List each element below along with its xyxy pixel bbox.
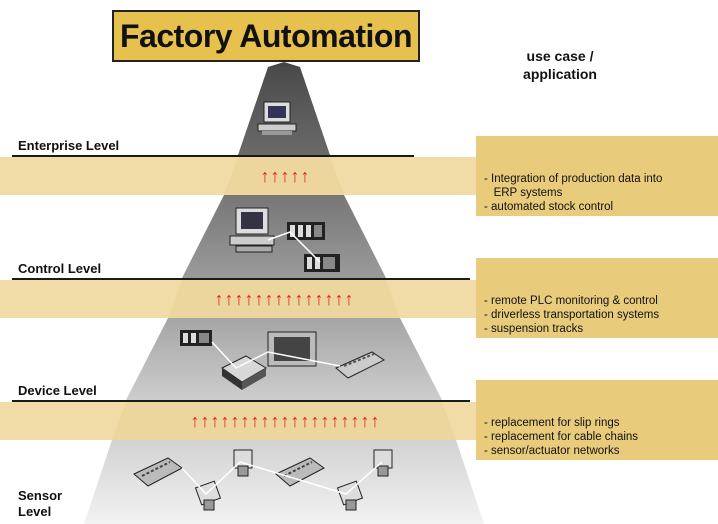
up-arrow-icon: ↑ [294, 289, 304, 309]
sensor-module-icon-2 [275, 457, 325, 487]
sensor-actuator-icon-4 [373, 449, 393, 477]
up-arrow-icon: ↑ [350, 411, 360, 431]
level-label-device: Device Level [18, 383, 97, 398]
up-arrow-icon: ↑ [250, 411, 260, 431]
arrow-row-enterprise-control: ↑↑↑↑↑ [230, 164, 340, 188]
use-case-box-enterprise: - Integration of production data into ER… [476, 136, 718, 216]
level-divider-device [12, 400, 470, 402]
up-arrow-icon: ↑ [254, 289, 264, 309]
up-arrow-icon: ↑ [240, 411, 250, 431]
up-arrow-icon: ↑ [304, 289, 314, 309]
arrow-row-control-device: ↑↑↑↑↑↑↑↑↑↑↑↑↑↑ [184, 287, 384, 311]
arrow-row-device-sensor: ↑↑↑↑↑↑↑↑↑↑↑↑↑↑↑↑↑↑↑ [140, 409, 430, 433]
up-arrow-icon: ↑ [314, 289, 324, 309]
up-arrow-icon: ↑ [290, 166, 300, 186]
up-arrow-icon: ↑ [260, 166, 270, 186]
use-case-text-device: - replacement for slip rings - replaceme… [484, 417, 639, 457]
up-arrow-icon: ↑ [320, 411, 330, 431]
up-arrow-icon: ↑ [284, 289, 294, 309]
up-arrow-icon: ↑ [244, 289, 254, 309]
up-arrow-icon: ↑ [340, 411, 350, 431]
device-controller-icon [221, 355, 267, 390]
up-arrow-icon: ↑ [214, 289, 224, 309]
up-arrow-icon: ↑ [344, 289, 354, 309]
up-arrow-icon: ↑ [224, 289, 234, 309]
pyramid-segment-enterprise-top [268, 62, 300, 67]
up-arrow-icon: ↑ [290, 411, 300, 431]
device-terminal-block-icon [335, 351, 385, 379]
level-divider-control [12, 278, 470, 280]
control-plc-icon [287, 222, 325, 240]
level-label-sensor: Sensor Level [18, 488, 63, 519]
up-arrow-icon: ↑ [310, 411, 320, 431]
up-arrow-icon: ↑ [280, 166, 290, 186]
control-plc-icon-2 [304, 254, 340, 272]
up-arrow-icon: ↑ [260, 411, 270, 431]
level-divider-enterprise [12, 155, 414, 157]
up-arrow-icon: ↑ [274, 289, 284, 309]
up-arrow-icon: ↑ [300, 166, 310, 186]
up-arrow-icon: ↑ [360, 411, 370, 431]
device-hmi-panel-icon [267, 331, 317, 367]
use-case-box-control: - remote PLC monitoring & control - driv… [476, 258, 718, 338]
up-arrow-icon: ↑ [280, 411, 290, 431]
up-arrow-icon: ↑ [330, 411, 340, 431]
control-computer-icon [229, 207, 275, 253]
level-label-enterprise: Enterprise Level [18, 138, 120, 153]
up-arrow-icon: ↑ [270, 166, 280, 186]
up-arrow-icon: ↑ [210, 411, 220, 431]
up-arrow-icon: ↑ [234, 289, 244, 309]
use-case-text-enterprise: - Integration of production data into ER… [484, 173, 663, 213]
up-arrow-icon: ↑ [230, 411, 240, 431]
up-arrow-icon: ↑ [190, 411, 200, 431]
up-arrow-icon: ↑ [370, 411, 380, 431]
use-case-text-control: - remote PLC monitoring & control - driv… [484, 295, 660, 335]
diagram-title: Factory Automation [112, 10, 420, 62]
use-case-heading: use case / application [523, 48, 597, 82]
use-case-box-device: - replacement for slip rings - replaceme… [476, 380, 718, 460]
level-label-control: Control Level [18, 261, 102, 276]
device-io-module-icon [180, 330, 212, 346]
up-arrow-icon: ↑ [300, 411, 310, 431]
pyramid-segment-control [182, 195, 386, 278]
up-arrow-icon: ↑ [270, 411, 280, 431]
sensor-actuator-icon-3 [336, 480, 364, 511]
up-arrow-icon: ↑ [220, 411, 230, 431]
enterprise-computer-icon [257, 101, 297, 135]
up-arrow-icon: ↑ [324, 289, 334, 309]
up-arrow-icon: ↑ [200, 411, 210, 431]
up-arrow-icon: ↑ [334, 289, 344, 309]
up-arrow-icon: ↑ [264, 289, 274, 309]
